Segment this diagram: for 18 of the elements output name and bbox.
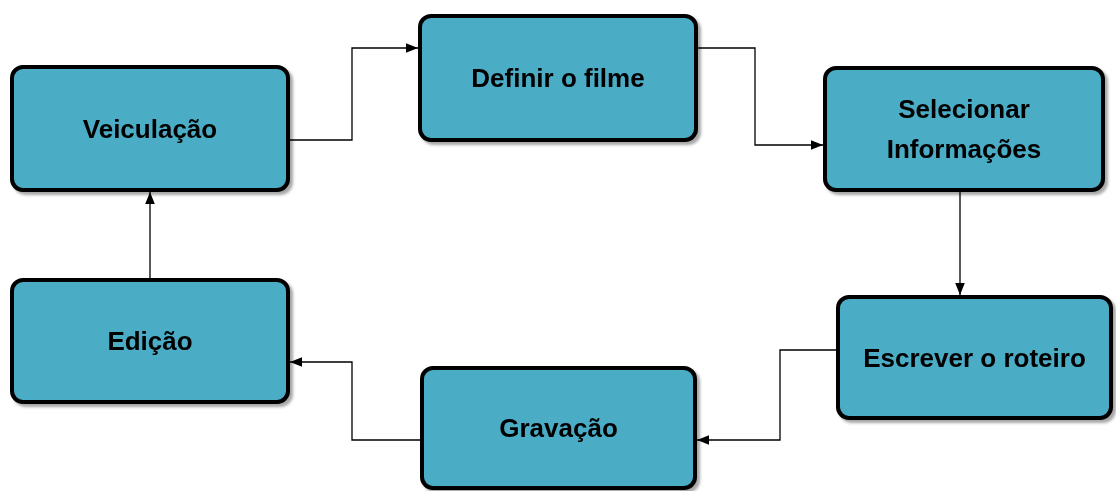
process-box — [10, 65, 290, 192]
process-box — [836, 295, 1113, 420]
step-label: Selecionar Informações — [885, 93, 1043, 166]
process-box — [418, 14, 698, 142]
process-box — [823, 66, 1105, 192]
arrow — [289, 43, 419, 141]
step-label: Escrever o roteiro — [862, 341, 1087, 375]
arrow — [955, 191, 965, 296]
arrow — [145, 191, 155, 279]
arrow — [697, 47, 824, 150]
arrow — [696, 349, 837, 445]
process-box — [420, 366, 697, 490]
step-label: Edição — [106, 325, 194, 358]
step-label: Definir o filme — [470, 62, 646, 95]
step-label: Veiculação — [81, 112, 219, 146]
step-label: Gravação — [498, 412, 619, 445]
process-box — [10, 278, 290, 404]
arrow — [289, 357, 421, 441]
